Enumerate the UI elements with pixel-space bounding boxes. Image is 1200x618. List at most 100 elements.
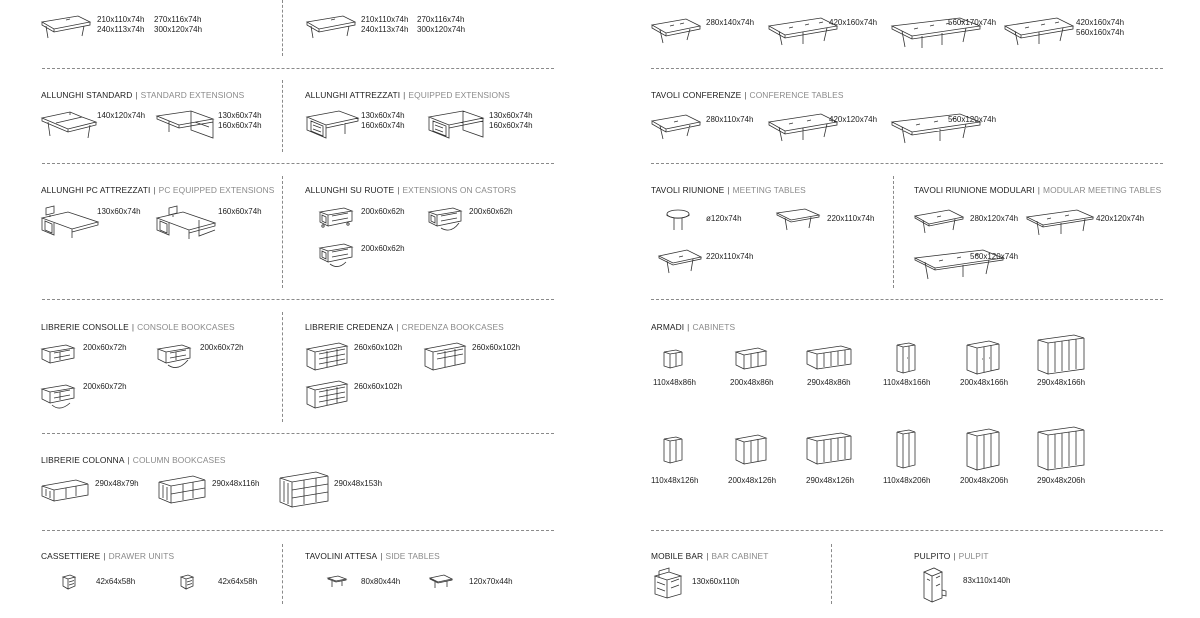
dimension-label: 200x48x206h — [960, 476, 1009, 485]
dimension-label: 260x60x102h — [354, 382, 403, 391]
column-divider — [282, 176, 283, 288]
dimension-label: 200x60x62h — [469, 207, 513, 216]
equipped-extension-illustration — [305, 110, 360, 139]
cabinet-illustration — [966, 340, 1000, 375]
divider — [651, 299, 1163, 300]
side-table-illustration — [428, 574, 454, 588]
section-heading: ALLUNGHI STANDARD|STANDARD EXTENSIONS — [41, 90, 245, 100]
dimension-label: 200x60x72h — [83, 382, 127, 391]
cabinet-illustration — [663, 349, 683, 369]
console-bookcase-illustration — [40, 344, 76, 364]
dimension-label: 83x110x140h — [963, 576, 1011, 585]
extension-desk-illustration — [155, 110, 215, 139]
credenza-bookcase-illustration — [305, 342, 349, 371]
dimension-label: 270x116x74h — [417, 15, 465, 24]
dimension-label: 110x48x206h — [883, 476, 931, 485]
bar-cabinet-illustration — [653, 567, 683, 599]
dimension-label: 290x48x79h — [95, 479, 139, 488]
cabinet-illustration — [663, 436, 683, 464]
divider — [42, 530, 554, 531]
dimension-label: 560x160x74h — [1076, 28, 1125, 37]
meeting-table-illustration — [775, 208, 821, 231]
dimension-label: 300x120x74h — [417, 25, 466, 34]
dimension-label: 160x60x74h — [489, 121, 533, 130]
dimension-label: 260x60x102h — [472, 343, 521, 352]
section-heading: LIBRERIE CONSOLLE|CONSOLE BOOKCASES — [41, 322, 235, 332]
divider — [651, 68, 1163, 69]
column-bookcase-illustration — [41, 479, 89, 502]
dimension-label: ø120x74h — [706, 214, 742, 223]
dimension-label: 420x120x74h — [1096, 214, 1145, 223]
console-bookcase-illustration — [40, 384, 76, 409]
credenza-bookcase-illustration — [305, 380, 349, 409]
column-bookcase-illustration — [158, 475, 206, 504]
section-heading: ARMADI|CABINETS — [651, 322, 736, 332]
modular-table-illustration — [913, 209, 965, 234]
section-heading: PULPITO|PULPIT — [914, 551, 989, 561]
dimension-label: 270x116x74h — [154, 15, 202, 24]
dimension-label: 160x60x74h — [218, 121, 262, 130]
column-divider — [282, 80, 283, 152]
cabinet-illustration — [734, 347, 768, 370]
section-heading: LIBRERIE CREDENZA|CREDENZA BOOKCASES — [305, 322, 504, 332]
dimension-label: 160x60x74h — [361, 121, 405, 130]
dimension-label: 42x64x58h — [218, 577, 258, 586]
dimension-label: 300x120x74h — [154, 25, 203, 34]
dimension-label: 110x48x126h — [651, 476, 699, 485]
conference-table-illustration — [890, 113, 982, 144]
conference-table-illustration — [767, 113, 839, 142]
column-bookcase-illustration — [279, 471, 329, 508]
dimension-label: 260x60x102h — [354, 343, 403, 352]
cabinet-illustration — [1037, 334, 1085, 375]
section-heading: CASSETTIERE|DRAWER UNITS — [41, 551, 175, 561]
divider — [42, 299, 554, 300]
modular-table-illustration — [1025, 209, 1095, 236]
dimension-label: 290x48x153h — [334, 479, 383, 488]
dimension-label: 290x48x206h — [1037, 476, 1086, 485]
dimension-label: 140x120x74h — [97, 111, 146, 120]
dimension-label: 560x170x74h — [948, 18, 997, 27]
dimension-label: 280x120x74h — [970, 214, 1019, 223]
dimension-label: 130x60x74h — [361, 111, 405, 120]
modular-table-illustration — [913, 249, 1005, 280]
desk-illustration — [40, 15, 92, 39]
dimension-label: 290x48x86h — [807, 378, 851, 387]
drawer-unit-illustration — [179, 574, 195, 590]
column-divider — [831, 544, 832, 604]
cabinet-illustration — [734, 434, 768, 465]
section-heading: TAVOLINI ATTESA|SIDE TABLES — [305, 551, 440, 561]
dimension-label: 420x160x74h — [829, 18, 878, 27]
dimension-label: 130x60x110h — [692, 577, 740, 586]
divider — [42, 163, 554, 164]
dimension-label: 280x140x74h — [706, 18, 755, 27]
section-heading: MOBILE BAR|BAR CABINET — [651, 551, 769, 561]
cabinet-illustration — [966, 428, 1000, 471]
divider — [42, 433, 554, 434]
pulpit-illustration — [923, 567, 947, 603]
cabinet-illustration — [896, 429, 916, 469]
dimension-label: 220x110x74h — [827, 214, 875, 223]
divider — [651, 530, 1163, 531]
dimension-label: 240x113x74h — [361, 25, 409, 34]
cabinet-illustration — [806, 432, 852, 465]
section-heading: TAVOLI RIUNIONE MODULARI|MODULAR MEETING… — [914, 185, 1162, 195]
round-table-illustration — [666, 209, 690, 230]
dimension-label: 290x48x116h — [212, 479, 260, 488]
dimension-label: 120x70x44h — [469, 577, 513, 586]
credenza-bookcase-illustration — [423, 342, 467, 371]
dimension-label: 160x60x74h — [218, 207, 262, 216]
section-heading: ALLUNGHI SU RUOTE|EXTENSIONS ON CASTORS — [305, 185, 517, 195]
conference-table-illustration — [1003, 17, 1075, 46]
dimension-label: 200x48x166h — [960, 378, 1009, 387]
cabinet-illustration — [1037, 426, 1085, 471]
drawer-unit-illustration — [61, 574, 77, 590]
section-heading: LIBRERIE COLONNA|COLUMN BOOKCASES — [41, 455, 226, 465]
cabinet-illustration — [806, 345, 852, 370]
dimension-label: 110x48x166h — [883, 378, 931, 387]
conference-table-illustration — [650, 114, 702, 140]
divider — [651, 163, 1163, 164]
dimension-label: 200x60x72h — [83, 343, 127, 352]
dimension-label: 110x48x86h — [653, 378, 696, 387]
dimension-label: 280x110x74h — [706, 115, 754, 124]
dimension-label: 200x60x72h — [200, 343, 244, 352]
